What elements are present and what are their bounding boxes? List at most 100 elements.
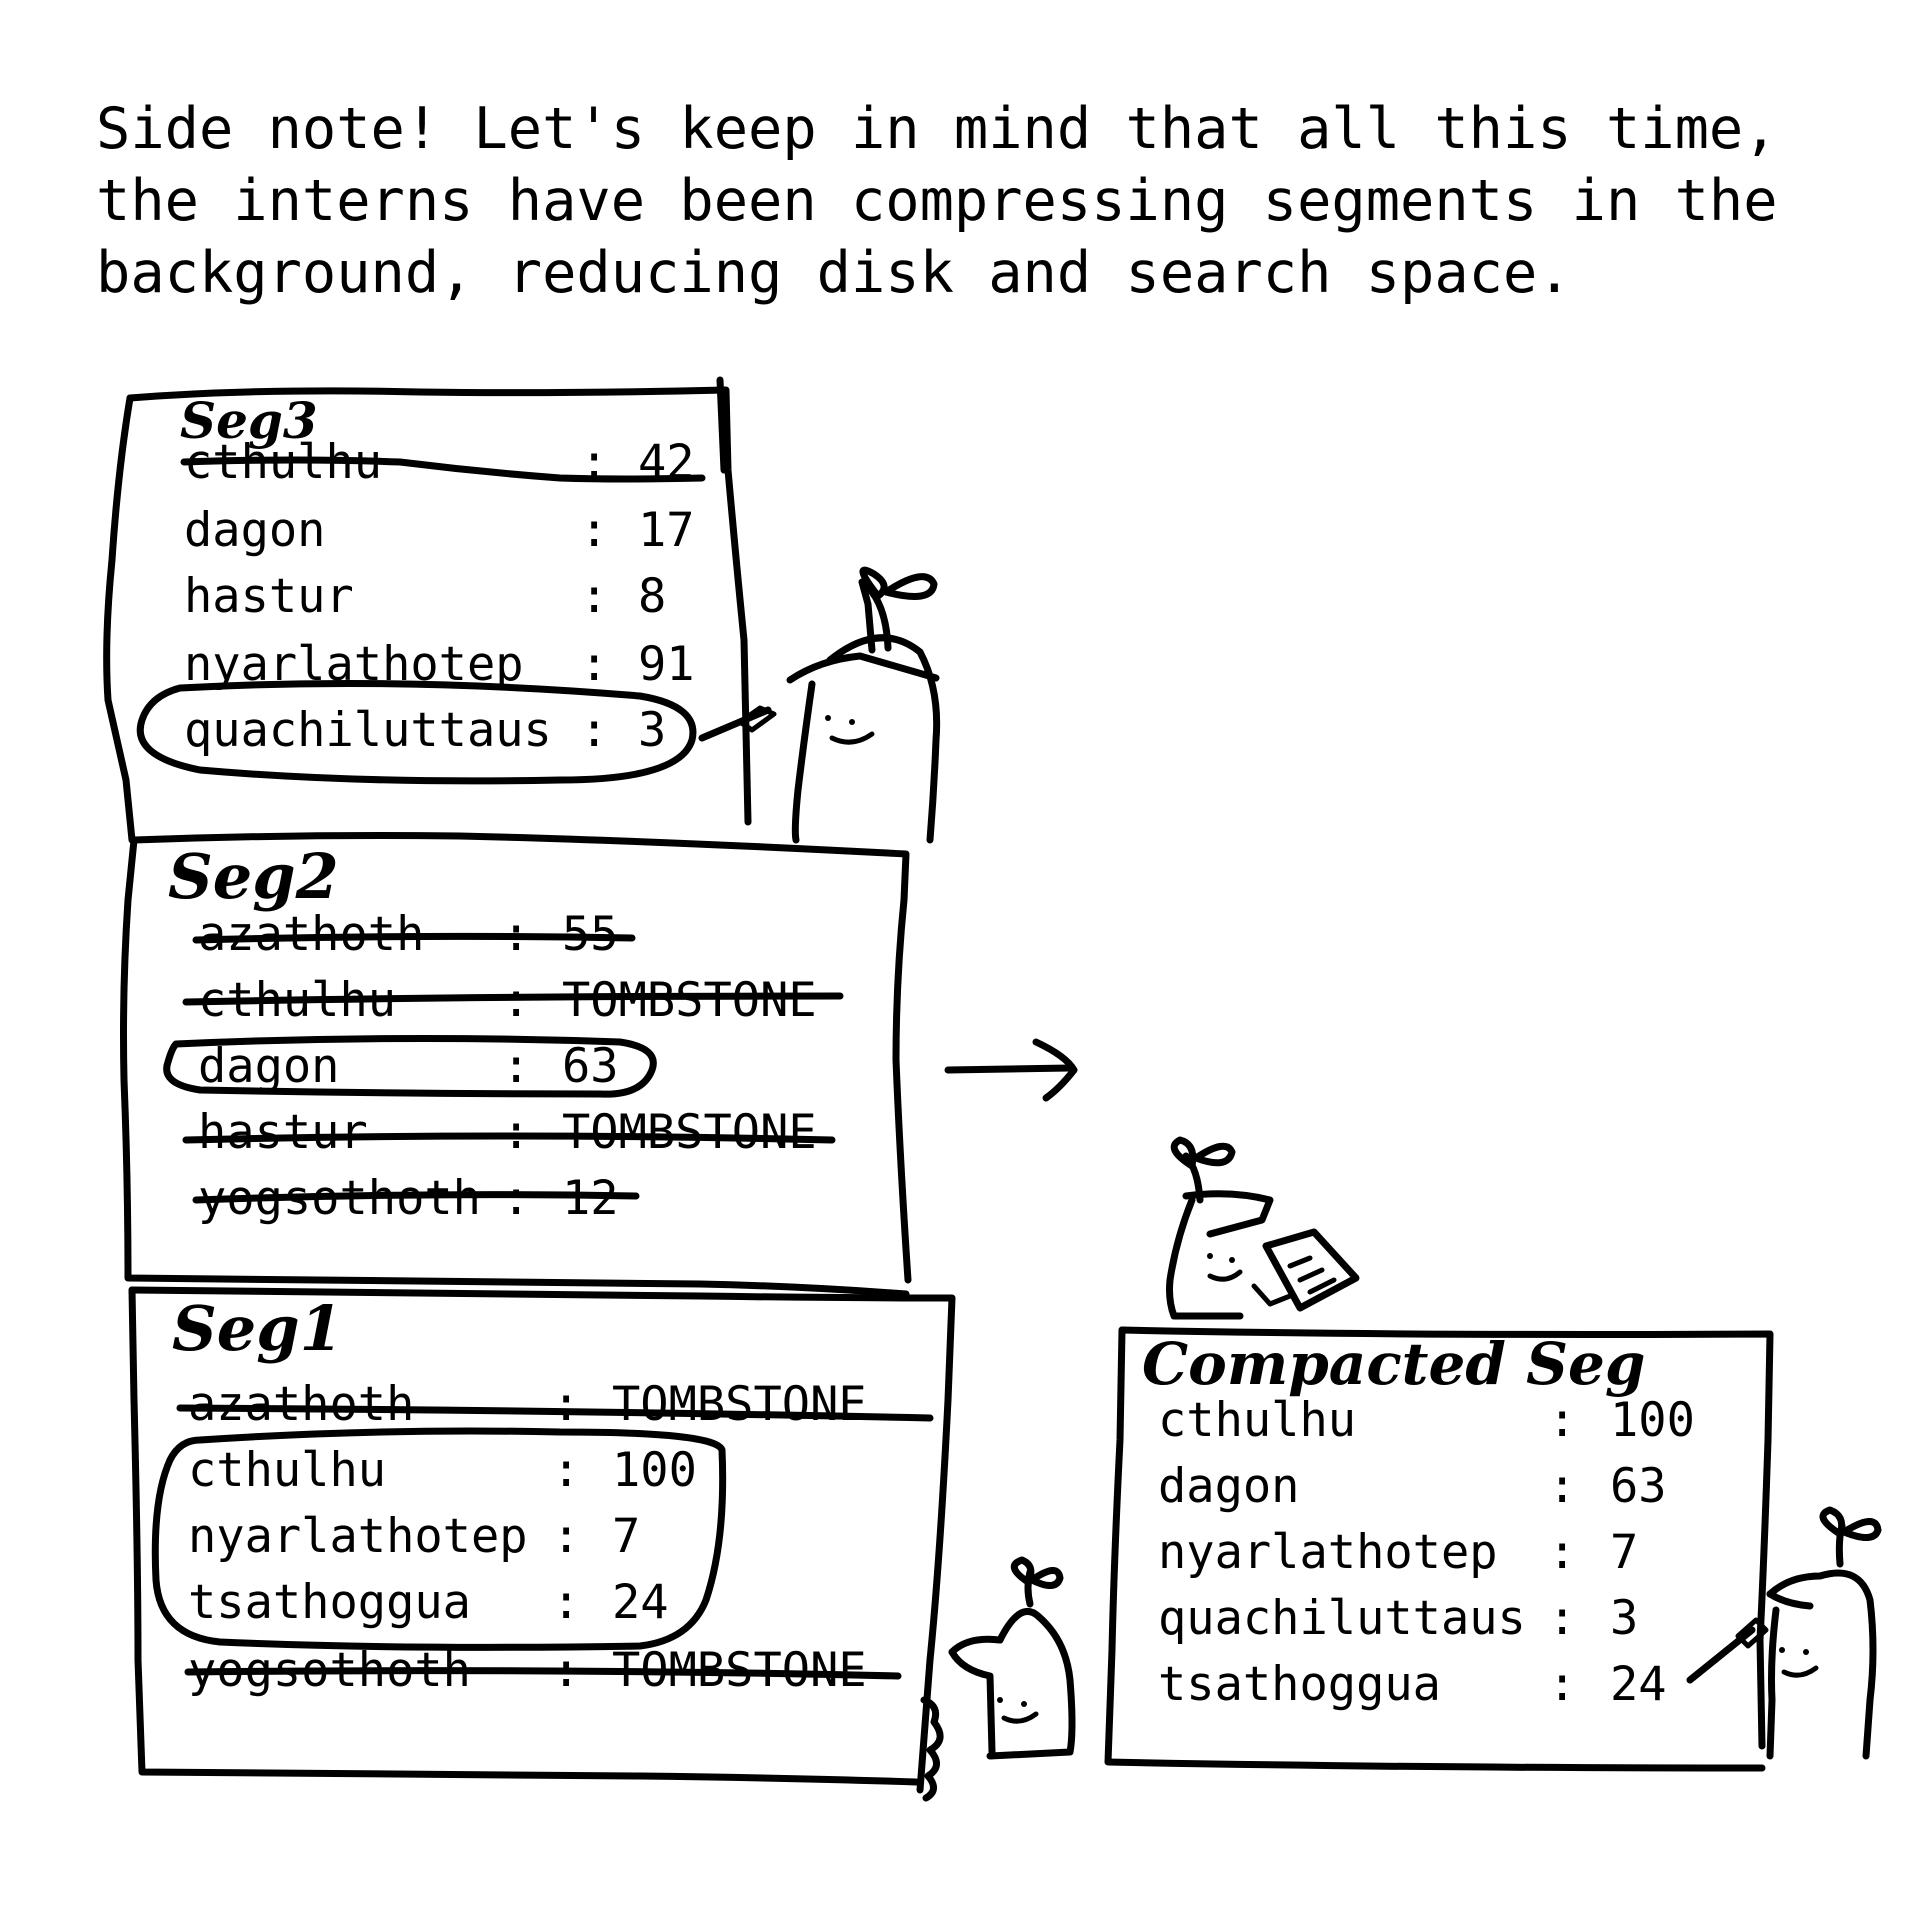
intern2-eye-right [1229, 1257, 1235, 1263]
seg2-row-3-circle [163, 1034, 657, 1098]
intern1-eye-right [849, 719, 855, 725]
intern3-eye-left [997, 1697, 1003, 1703]
seg3-row-2-value: 17 [638, 503, 695, 558]
intern1-eye-left [825, 715, 831, 721]
seg1-box: Seg1 azathoth : TOMBSTONE cthulhu : 100 … [128, 1286, 956, 1794]
seg1-row-3-value: 7 [612, 1509, 640, 1564]
intern2-sprout-left-leaf [1170, 1136, 1197, 1170]
seg2-row-3-value: 63 [562, 1039, 619, 1094]
intern1-cap [786, 652, 940, 684]
seg3-row-4-sep: : [580, 637, 608, 692]
seg3-title: Seg3 [180, 391, 318, 450]
intern2-eye-left [1207, 1253, 1213, 1259]
seg1-rows: azathoth : TOMBSTONE cthulhu : 100 nyarl… [151, 1377, 934, 1698]
seg3-row-4-value: 91 [638, 637, 695, 692]
intern1-sprout-right-leaf [882, 573, 938, 600]
intern4-sprout-left-leaf [1819, 1506, 1846, 1538]
seg1-row-2-key: cthulhu [188, 1443, 386, 1498]
seg2-row-5-sep: : [502, 1171, 530, 1226]
intern3-body [948, 1608, 1076, 1760]
seg3-border-top-right [126, 386, 752, 826]
caption-line-2: the interns have been compressing segmen… [96, 168, 1778, 234]
compacted-row-5-key: tsathoggua [1158, 1657, 1441, 1712]
seg2-border-right [130, 832, 912, 1284]
intern4-pen-tip [1735, 1617, 1769, 1649]
compacted-row-5-sep: : [1548, 1657, 1576, 1712]
intern2-body [1166, 1196, 1244, 1320]
seg1-row-4-key: tsathoggua [188, 1575, 471, 1630]
seg1-rows-2-4-circle [151, 1427, 727, 1651]
compacted-border-left-bottom [1104, 1326, 1766, 1772]
compacted-row-4-value: 3 [1610, 1591, 1638, 1646]
seg2-title: Seg2 [168, 840, 339, 913]
intern1-pointer-tip [737, 705, 777, 733]
intern4-cap-brim [1766, 1590, 1814, 1610]
seg3-row-3-sep: : [580, 569, 608, 624]
intern3-sprout-left-leaf [1010, 1556, 1035, 1586]
seg2-row-5-strike [192, 1191, 640, 1204]
intern4-eye-right [1803, 1649, 1809, 1655]
intern2-hand [1251, 1283, 1293, 1307]
intern4-smile [1781, 1665, 1819, 1678]
seg1-row-4-sep: : [552, 1575, 580, 1630]
intern-small-icon [920, 1556, 1076, 1802]
compacted-rows: cthulhu : 100 dagon : 63 nyarlathotep : … [1158, 1393, 1695, 1712]
seg2-border-left-bottom [120, 836, 910, 1298]
seg3-border-left [103, 394, 136, 844]
seg1-row-5-strike [184, 1667, 902, 1680]
intern4-sprout-right-leaf [1840, 1518, 1882, 1541]
intern4-body-left [1766, 1606, 1780, 1760]
intern2-clipboard [1262, 1228, 1360, 1312]
intern1-body-left [791, 680, 816, 844]
intern4-eye-left [1779, 1647, 1785, 1653]
intern2-cap [1182, 1190, 1274, 1238]
intern2-smile [1207, 1269, 1243, 1282]
seg1-row-2-sep: : [552, 1443, 580, 1498]
intern3-sprout-right-leaf [1028, 1567, 1064, 1589]
compacted-seg-box: Compacted Seg cthulhu : 100 dagon : 63 n… [1104, 1326, 1774, 1772]
intern1-pointer-stick [698, 706, 772, 742]
seg3-row-3-value: 8 [638, 569, 666, 624]
seg3-row-2-sep: : [580, 503, 608, 558]
compacted-row-3-key: nyarlathotep [1158, 1525, 1498, 1580]
compacted-row-2-value: 63 [1610, 1459, 1667, 1514]
intern1-body-right [826, 634, 941, 844]
compacted-border-right [1118, 1326, 1774, 1750]
seg1-row-3-key: nyarlathotep [188, 1509, 528, 1564]
seg2-box: Seg2 azathoth : 55 cthulhu : TOMBSTONE d… [120, 832, 912, 1298]
intern3-eye-right [1021, 1701, 1027, 1707]
compacted-row-1-sep: : [1548, 1393, 1576, 1448]
seg2-row-4-key: hastur [198, 1105, 368, 1160]
seg1-row-1-strike [176, 1404, 934, 1422]
seg1-row-4-value: 24 [612, 1575, 669, 1630]
intern1-smile [829, 731, 875, 745]
seg3-box: Seg3 cthulhu : 42 dagon : 17 hastur : 8 … [103, 376, 752, 844]
seg1-row-3-sep: : [552, 1509, 580, 1564]
intern4-body-right [1766, 1569, 1877, 1760]
caption: Side note! Let's keep in mind that all t… [96, 96, 1778, 306]
seg2-rows: azathoth : 55 cthulhu : TOMBSTONE dagon … [163, 907, 844, 1226]
compacted-row-2-sep: : [1548, 1459, 1576, 1514]
seg1-row-1-key: azathoth [188, 1377, 414, 1432]
intern3-hand-scribble [920, 1696, 944, 1802]
arrow-shaft [944, 1064, 1074, 1074]
intern3-cap-brim [948, 1648, 996, 1756]
seg3-row-5-value: 3 [638, 703, 666, 758]
seg1-row-1-value: TOMBSTONE [612, 1377, 867, 1432]
intern-pointing-icon [698, 566, 941, 844]
seg3-row-5-sep: : [580, 703, 608, 758]
intern-writing-icon [1686, 1506, 1882, 1760]
seg3-row-1-strike [180, 456, 706, 483]
seg2-row-4-value: TOMBSTONE [562, 1105, 817, 1160]
seg2-row-4-strike [182, 1132, 836, 1144]
seg1-row-2-value: 100 [612, 1443, 697, 1498]
arrow-head [1032, 1038, 1078, 1102]
caption-line-1: Side note! Let's keep in mind that all t… [96, 96, 1778, 162]
seg2-row-3-key: dagon [198, 1039, 339, 1094]
seg2-row-4-sep: : [502, 1105, 530, 1160]
intern3-smile [1001, 1711, 1039, 1724]
seg1-border-right [128, 1286, 956, 1794]
seg3-border-stroke [716, 376, 728, 474]
seg3-row-2-key: dagon [184, 503, 325, 558]
seg2-row-1-strike [192, 932, 636, 944]
